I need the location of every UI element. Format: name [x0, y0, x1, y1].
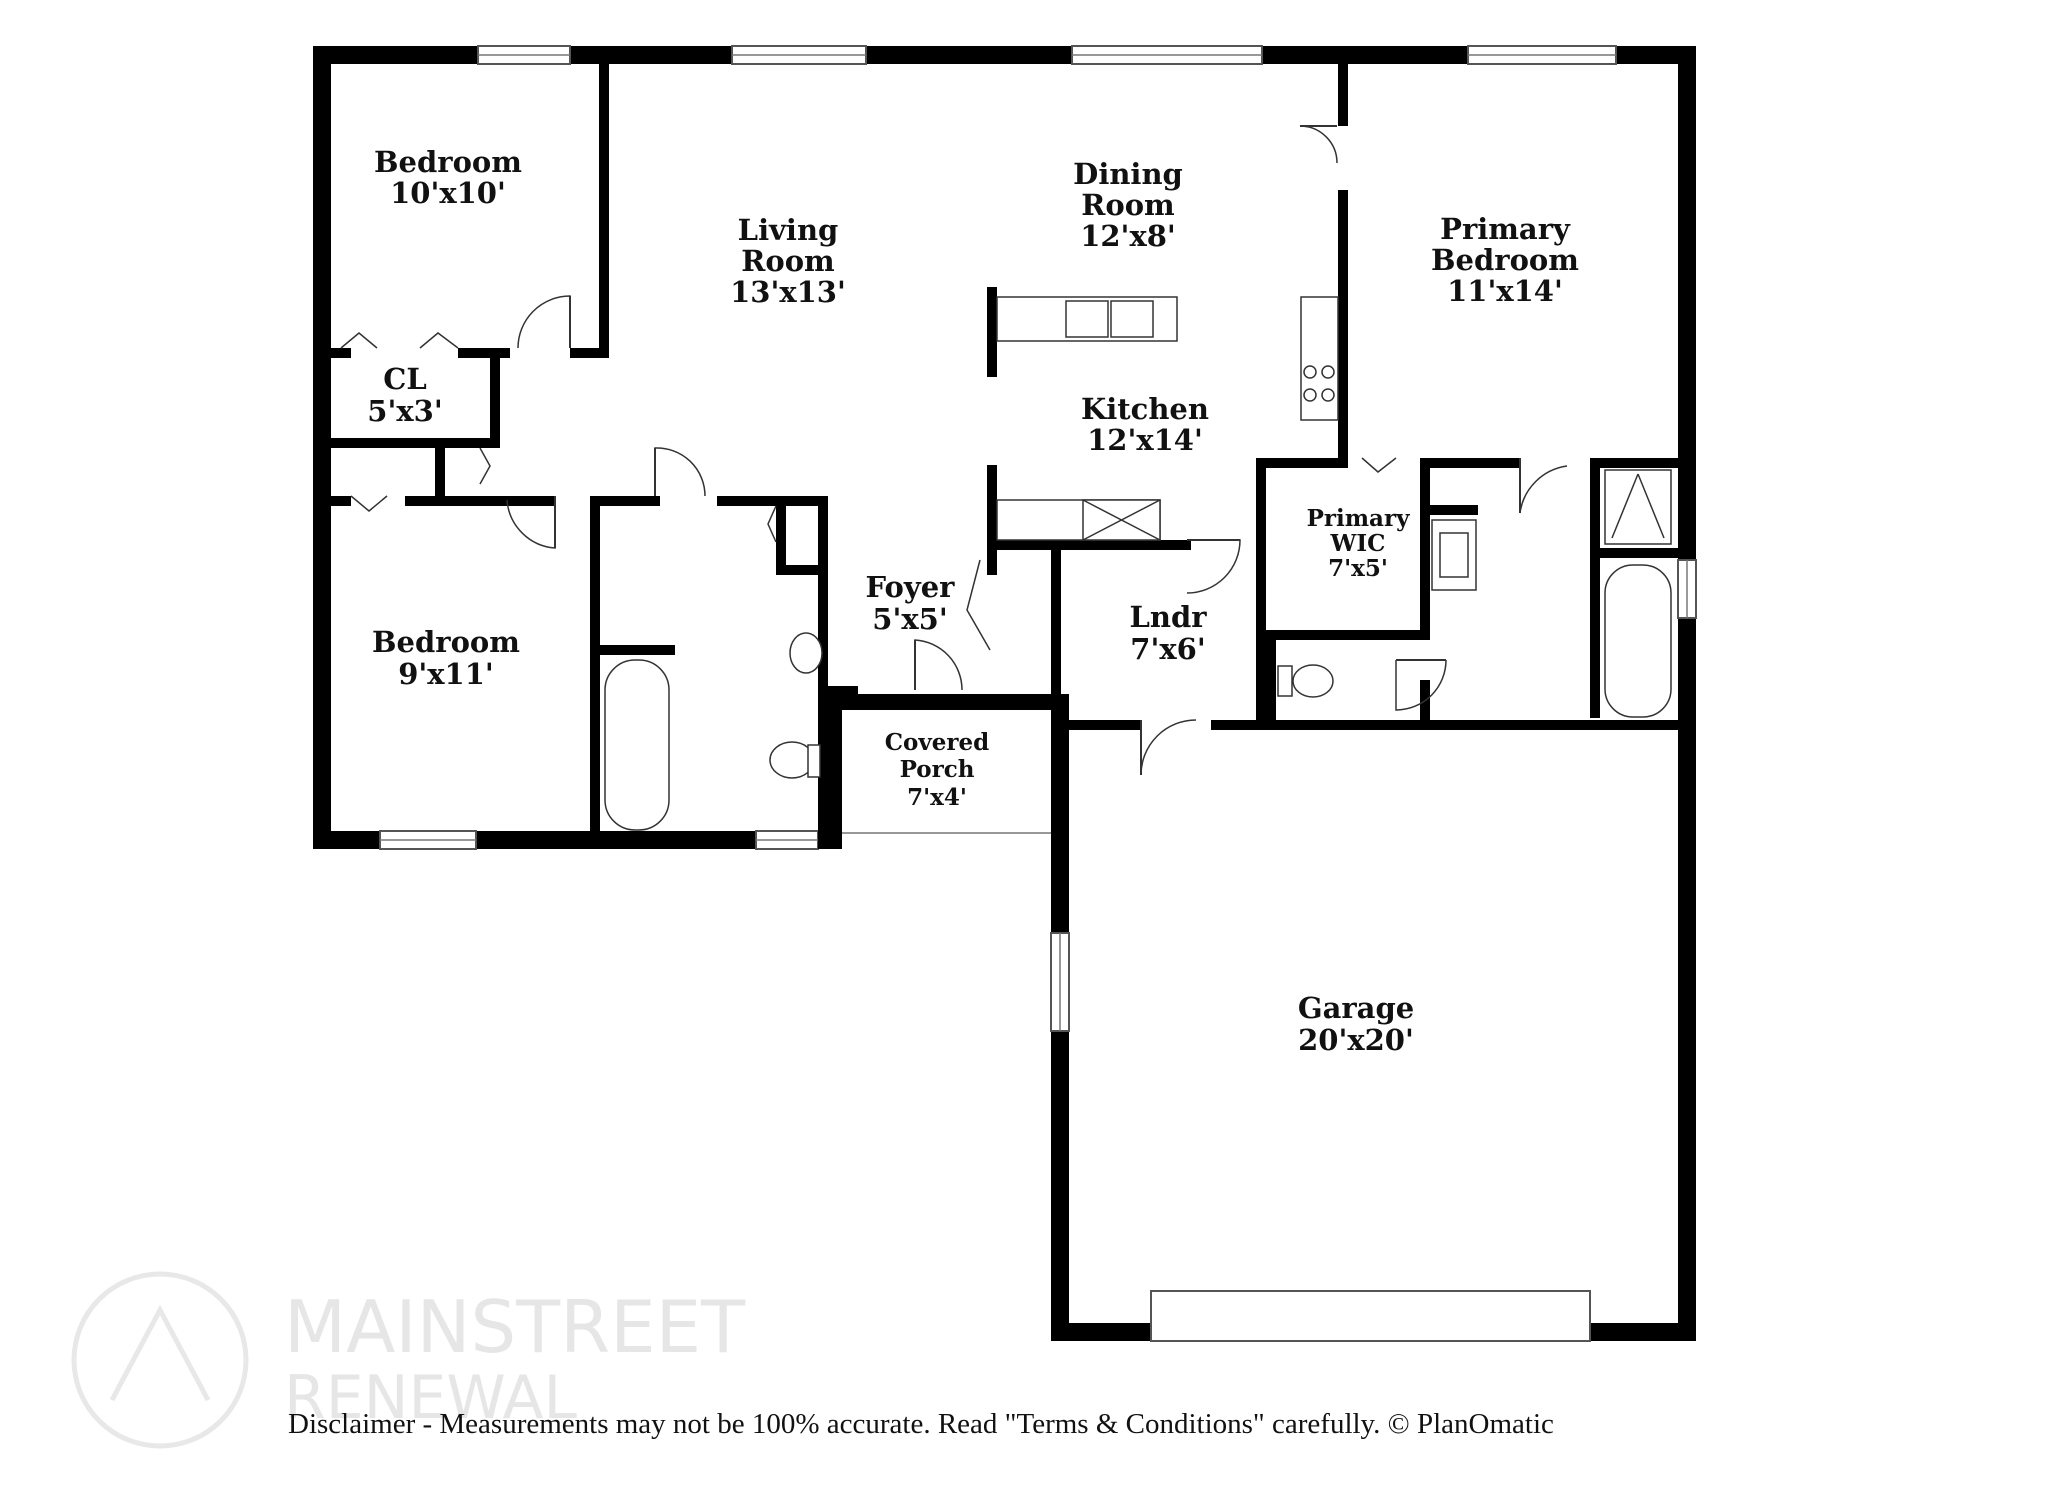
room-name-porch-2: Porch [900, 756, 975, 783]
room-name-bedroom-2: Bedroom [372, 625, 520, 659]
room-name-bedroom-1: Bedroom [374, 145, 522, 179]
room-name-closet: CL [383, 362, 426, 396]
room-name-wic-2: WIC [1330, 530, 1386, 557]
fixtures [604, 296, 1672, 831]
room-labels: Bedroom 10'x10' Living Room 13'x13' Dini… [367, 145, 1579, 1057]
room-name-laundry: Lndr [1129, 600, 1207, 634]
room-size-bedroom-1: 10'x10' [390, 176, 506, 210]
room-name-porch-1: Covered [885, 729, 989, 756]
watermark-line2: RENEWAL [284, 1363, 577, 1433]
room-name-kitchen: Kitchen [1081, 392, 1209, 426]
door-leaves [554, 125, 1521, 775]
room-size-dining: 12'x8' [1080, 219, 1176, 253]
range [1300, 296, 1339, 421]
room-size-living: 13'x13' [730, 275, 846, 309]
window-lines [380, 54, 1688, 1031]
room-name-primary-1: Primary [1440, 212, 1571, 246]
primary-bathtub [1604, 564, 1672, 718]
bathtub [604, 659, 670, 831]
room-size-porch: 7'x4' [907, 784, 967, 811]
room-size-closet: 5'x3' [367, 394, 442, 428]
room-name-living-2: Room [741, 244, 835, 278]
room-name-living-1: Living [738, 213, 839, 247]
room-name-wic-1: Primary [1307, 505, 1411, 532]
primary-toilet [1292, 664, 1334, 698]
room-name-dining-2: Room [1081, 188, 1175, 222]
room-size-wic: 7'x5' [1328, 555, 1388, 582]
room-name-foyer: Foyer [866, 570, 956, 604]
disclaimer-text: Disclaimer - Measurements may not be 100… [288, 1408, 1554, 1440]
room-name-primary-2: Bedroom [1431, 243, 1579, 277]
room-size-garage: 20'x20' [1298, 1023, 1414, 1057]
watermark-logo [71, 1271, 249, 1449]
room-size-bedroom-2: 9'x11' [398, 657, 494, 691]
bifold-doors [340, 332, 1397, 543]
room-size-kitchen: 12'x14' [1087, 423, 1203, 457]
shower [1604, 469, 1672, 545]
watermark-line1: MAINSTREET [284, 1285, 746, 1369]
room-name-garage: Garage [1298, 991, 1414, 1025]
interior-walls [331, 64, 1696, 849]
room-size-primary: 11'x14' [1447, 274, 1563, 308]
watermark: MAINSTREET RENEWAL [71, 1271, 746, 1449]
room-name-dining-1: Dining [1073, 157, 1183, 191]
room-size-laundry: 7'x6' [1130, 632, 1205, 666]
room-size-foyer: 5'x5' [872, 602, 947, 636]
bath-sink [789, 632, 823, 674]
